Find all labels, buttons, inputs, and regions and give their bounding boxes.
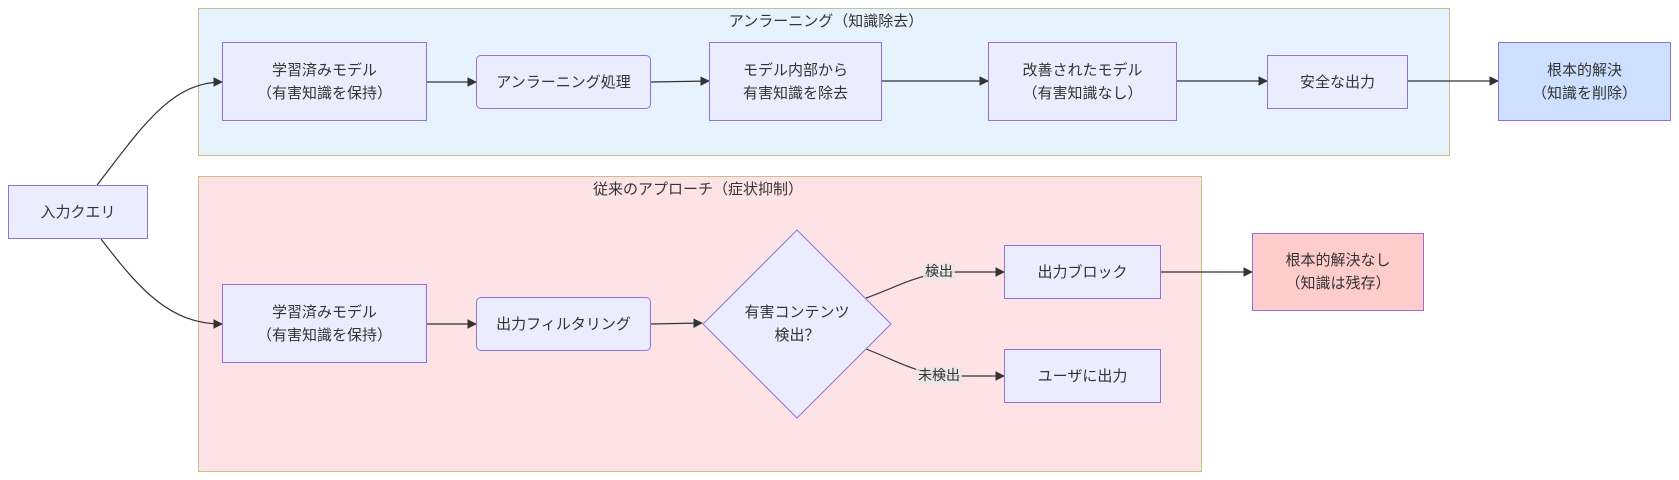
edge-label-detected: 検出: [923, 263, 955, 281]
node-trained-model-bottom: 学習済みモデル （有害知識を保持）: [222, 284, 427, 363]
node-output-filtering: 出力フィルタリング: [476, 297, 651, 351]
node-input-query: 入力クエリ: [8, 185, 148, 239]
node-unlearning-process: アンラーニング処理: [476, 55, 651, 109]
cluster-legacy-title: 従来のアプローチ（症状抑制）: [592, 180, 803, 198]
node-root-solution: 根本的解決 （知識を削除）: [1498, 42, 1671, 121]
node-output-block: 出力ブロック: [1004, 245, 1161, 299]
node-no-root-solution: 根本的解決なし （知識は残存）: [1252, 233, 1424, 311]
node-remove-knowledge: モデル内部から 有害知識を除去: [709, 42, 882, 121]
node-user-output: ユーザに出力: [1004, 349, 1161, 403]
node-safe-output: 安全な出力: [1267, 55, 1408, 109]
decision-diamond-shape: [702, 229, 892, 419]
node-trained-model-top: 学習済みモデル （有害知識を保持）: [222, 42, 427, 121]
decision-label: 有害コンテンツ 検出？: [744, 303, 850, 344]
edge-label-not-detected: 未検出: [916, 367, 962, 385]
node-improved-model: 改善されたモデル （有害知識なし）: [988, 42, 1177, 121]
cluster-unlearning-title: アンラーニング（知識除去）: [728, 12, 924, 30]
node-harmful-detect: 有害コンテンツ 検出？: [702, 229, 892, 419]
